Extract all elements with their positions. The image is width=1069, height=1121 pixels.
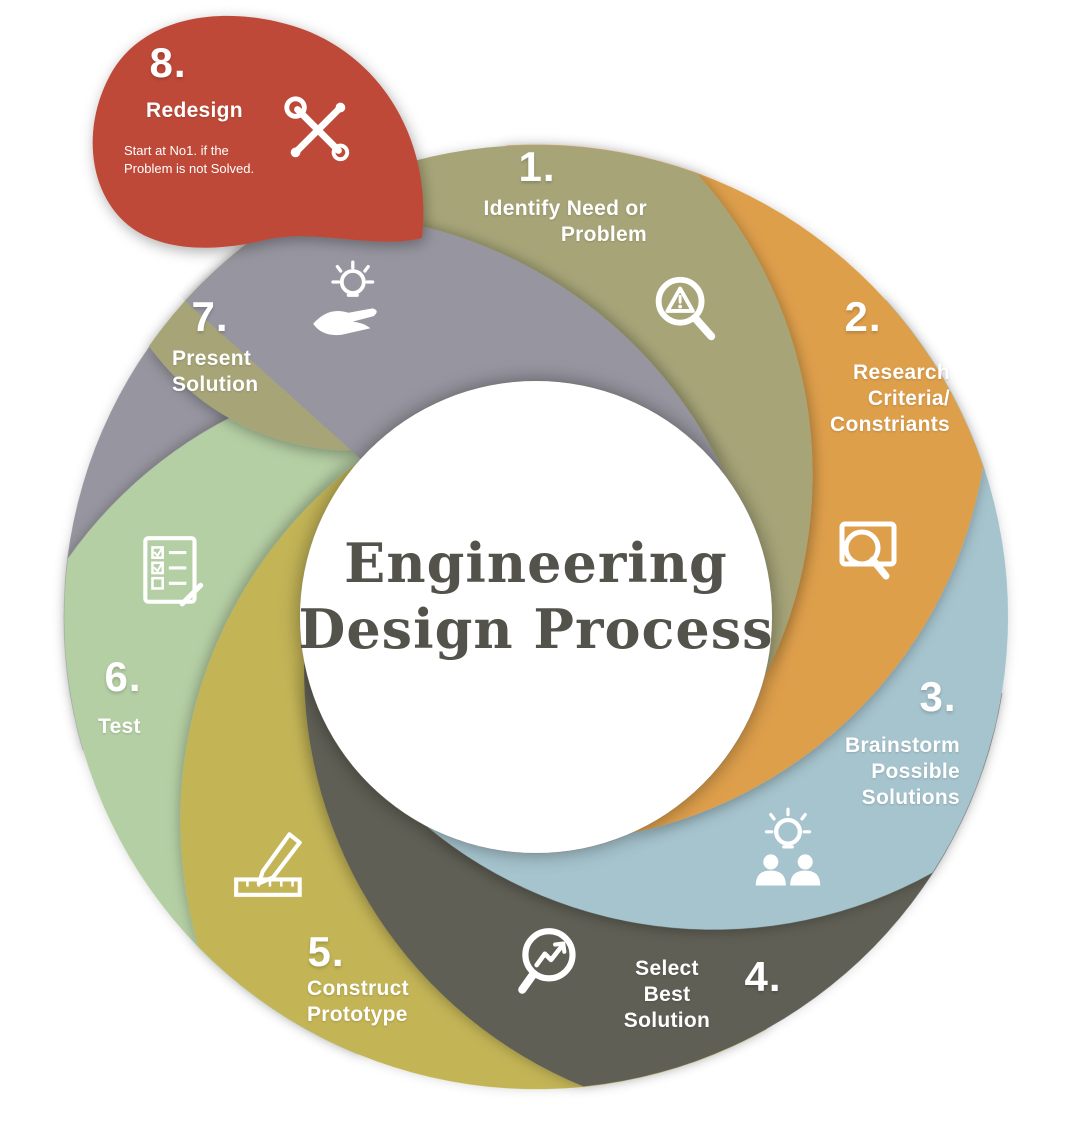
step-3-number: 3. (919, 673, 957, 720)
screen-magnifier-icon (839, 521, 897, 580)
step-8-number: 8. (149, 39, 187, 86)
idea-hand-icon (313, 260, 377, 336)
step-2-label: Research Criteria/ Constriants (830, 361, 950, 436)
trend-magnifier-icon (518, 928, 576, 994)
tools-icon (284, 96, 350, 162)
step-6-label: Test (98, 715, 141, 738)
step-4-label: Select Best Solution (623, 957, 711, 1032)
step-4-number: 4. (744, 953, 782, 1000)
diagram-title-line2: Design Process (298, 597, 774, 661)
diagram-title: Engineering Design Process (218, 530, 854, 662)
step-8-label: Redesign (146, 99, 243, 122)
center-circle (300, 381, 772, 853)
step-6-number: 6. (104, 653, 142, 700)
step-5-label: Construct Prototype (307, 977, 409, 1026)
pencil-ruler-icon (234, 832, 302, 897)
redesign-blob (92, 15, 424, 248)
step-7-label: Present Solution (172, 347, 259, 396)
diagram-title-line1: Engineering (344, 531, 728, 595)
alert-magnifier-icon (655, 276, 716, 341)
step-7-number: 7. (191, 293, 229, 340)
step-8-note: Start at No1. if the Problem is not Solv… (124, 143, 255, 176)
step-5-number: 5. (307, 928, 345, 975)
step-2-number: 2. (844, 293, 882, 340)
group-idea-icon (755, 807, 821, 886)
step-1-label: Identify Need or Problem (483, 197, 647, 246)
checklist-icon (143, 536, 204, 607)
step-1-number: 1. (518, 143, 556, 190)
step-3-label: Brainstorm Possible Solutions (844, 734, 960, 809)
